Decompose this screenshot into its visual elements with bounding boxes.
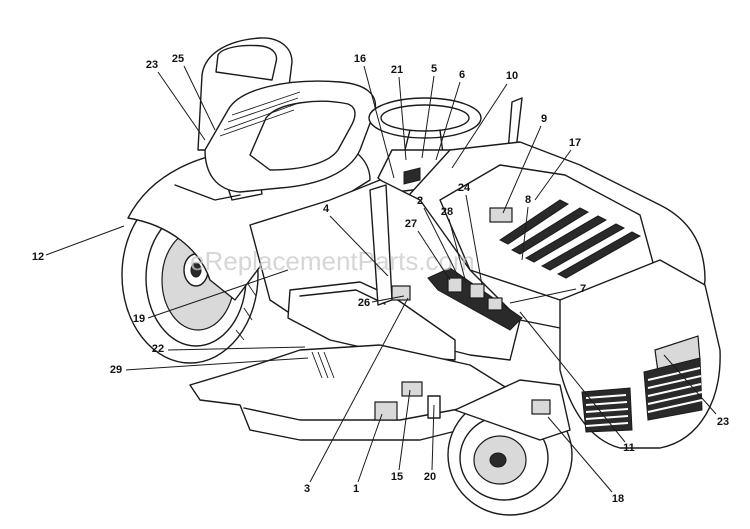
callout-label-6: 6 xyxy=(459,69,465,81)
leader-line-28 xyxy=(448,218,467,284)
leader-line-18 xyxy=(547,416,613,493)
callout-label-21: 21 xyxy=(391,64,403,76)
leader-line-29 xyxy=(125,357,309,371)
callout-label-26: 26 xyxy=(358,297,370,309)
leader-line-26 xyxy=(371,295,405,303)
callout-label-9: 9 xyxy=(541,113,547,125)
leader-line-20 xyxy=(431,404,435,471)
seat xyxy=(197,37,377,193)
callout-label-24: 24 xyxy=(458,182,471,194)
callout-label-25: 25 xyxy=(172,53,184,65)
leader-line-21 xyxy=(398,76,407,161)
callout-label-23: 23 xyxy=(146,59,158,71)
callout-label-22: 22 xyxy=(152,343,164,355)
leader-line-25 xyxy=(183,65,216,131)
leader-line-10 xyxy=(451,83,508,169)
leader-line-24 xyxy=(465,194,483,286)
callout-label-23: 23 xyxy=(717,416,729,428)
callout-label-28: 28 xyxy=(441,206,453,218)
leader-line-8 xyxy=(521,206,529,261)
callout-label-27: 27 xyxy=(405,218,417,230)
side-panel xyxy=(249,179,523,361)
leader-line-27 xyxy=(417,230,451,281)
leader-line-15 xyxy=(398,389,411,471)
leader-line-2 xyxy=(423,207,459,277)
callout-label-16: 16 xyxy=(354,53,366,65)
watermark-text: eReplacementParts.com xyxy=(190,246,475,276)
callout-label-10: 10 xyxy=(506,70,518,82)
leader-line-7 xyxy=(509,288,577,304)
leader-line-12 xyxy=(45,225,125,256)
callout-label-1: 1 xyxy=(353,483,359,495)
leader-line-1 xyxy=(357,413,383,483)
leader-line-17 xyxy=(534,149,572,201)
callout-label-4: 4 xyxy=(323,203,330,215)
leader-line-16 xyxy=(363,65,395,179)
callout-label-7: 7 xyxy=(580,283,586,295)
callout-label-29: 29 xyxy=(110,364,122,376)
front-wheel xyxy=(447,379,573,516)
callout-label-8: 8 xyxy=(525,194,531,206)
callout-label-20: 20 xyxy=(424,471,436,483)
leader-line-11 xyxy=(519,311,626,443)
leader-line-5 xyxy=(421,75,435,159)
leader-line-6 xyxy=(435,81,461,161)
callout-label-18: 18 xyxy=(612,493,624,505)
callout-label-12: 12 xyxy=(32,251,44,263)
callout-label-11: 11 xyxy=(623,442,635,454)
leader-line-23 xyxy=(157,71,206,141)
leader-line-3 xyxy=(309,297,409,483)
leader-line-4 xyxy=(329,215,389,277)
callout-label-17: 17 xyxy=(569,137,581,149)
leader-line-23 xyxy=(663,354,717,415)
leader-line-19 xyxy=(147,269,289,319)
callout-label-3: 3 xyxy=(304,483,310,495)
leader-line-22 xyxy=(167,346,306,351)
callout-label-5: 5 xyxy=(431,63,437,75)
front-grille xyxy=(559,259,721,449)
callout-label-2: 2 xyxy=(417,195,423,207)
mower-deck xyxy=(189,344,511,441)
leader-line-9 xyxy=(502,125,542,214)
callout-label-19: 19 xyxy=(133,313,145,325)
callout-label-15: 15 xyxy=(391,471,403,483)
